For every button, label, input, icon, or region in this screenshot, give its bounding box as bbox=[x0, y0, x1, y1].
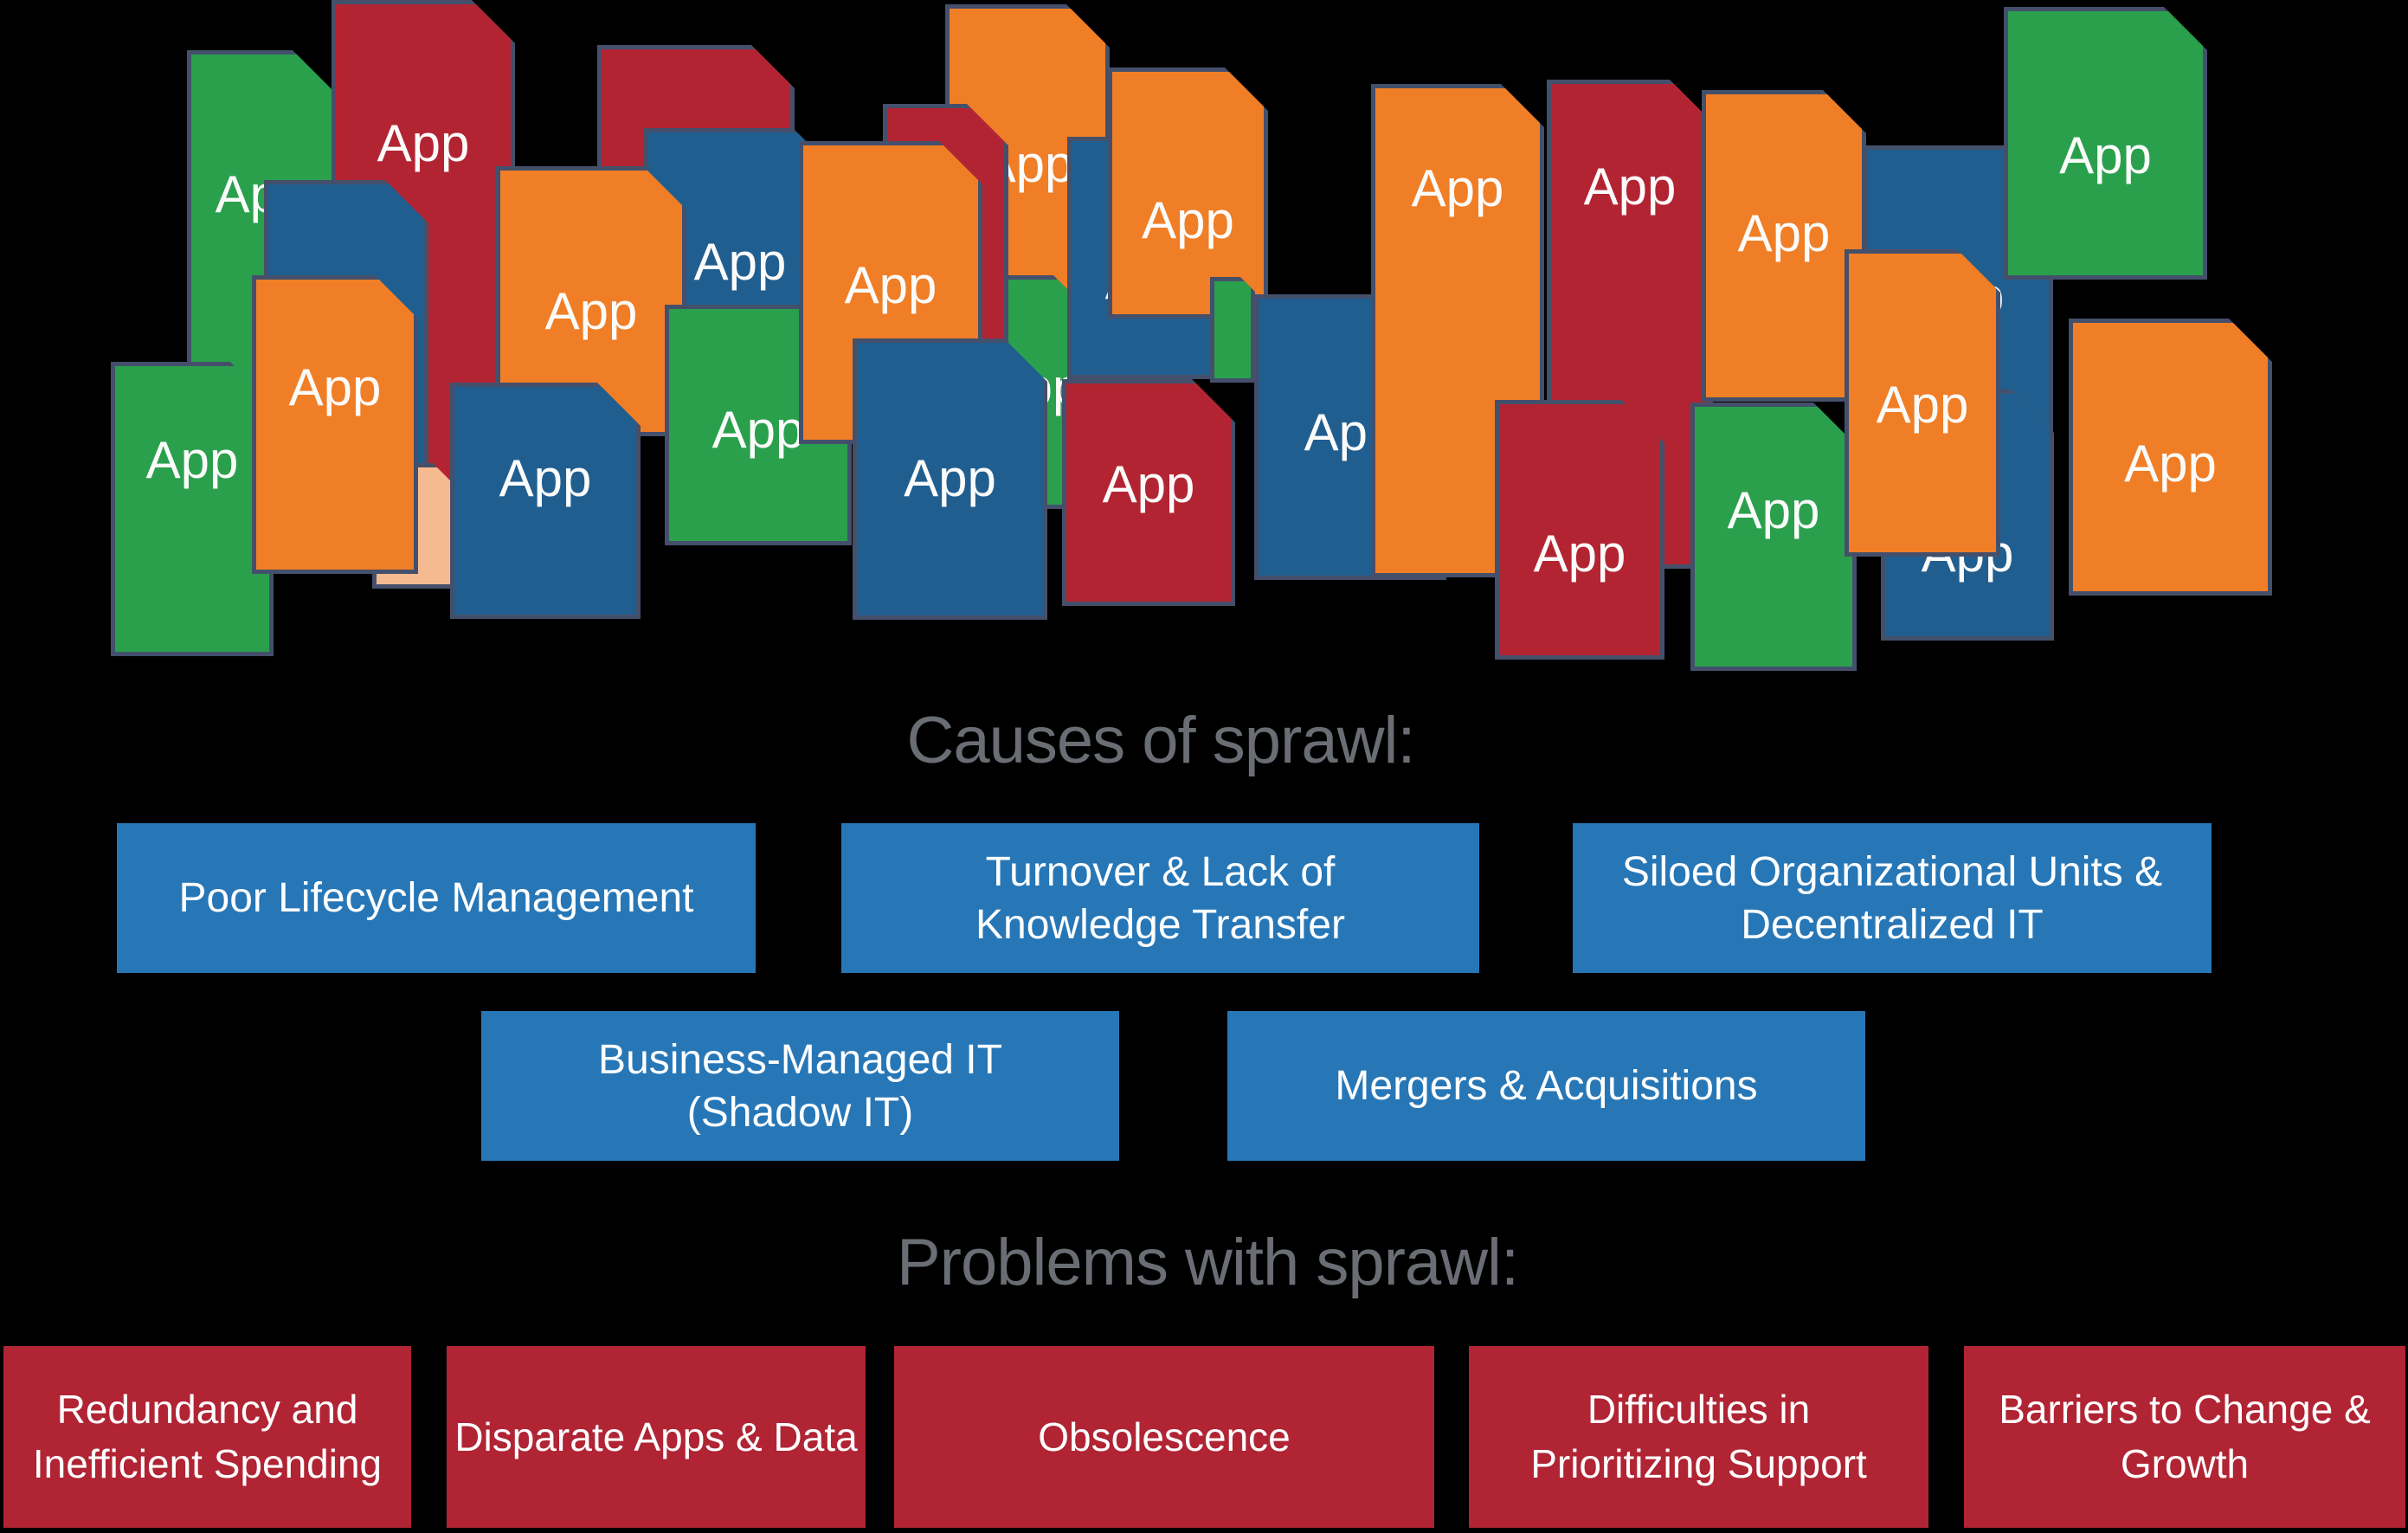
app-card: App bbox=[1690, 403, 1857, 671]
problem-box: Disparate Apps & Data bbox=[447, 1346, 866, 1528]
box-line: Barriers to Change & bbox=[1999, 1387, 2371, 1432]
problem-box: Difficulties in Prioritizing Support bbox=[1469, 1346, 1928, 1528]
app-card-label: App bbox=[1737, 204, 1831, 262]
app-card-face bbox=[256, 280, 414, 570]
app-card: App bbox=[2004, 7, 2207, 280]
app-card: App bbox=[1108, 68, 1268, 319]
app-card: App bbox=[853, 338, 1047, 620]
app-card: App bbox=[111, 362, 274, 656]
problem-box: Obsolescence bbox=[894, 1346, 1434, 1528]
box-line: Redundancy and bbox=[56, 1387, 358, 1432]
app-card-label: App bbox=[2059, 126, 2152, 184]
app-card-label: App bbox=[1876, 376, 1969, 434]
box-line: Poor Lifecycle Management bbox=[178, 875, 694, 921]
box-line: Decentralized IT bbox=[1741, 901, 2044, 948]
box-line: (Shadow IT) bbox=[686, 1089, 914, 1136]
app-card: App bbox=[450, 383, 641, 619]
app-card-face bbox=[115, 366, 269, 652]
app-card-label: App bbox=[1102, 455, 1195, 513]
app-card-label: App bbox=[711, 401, 805, 459]
app-card-face bbox=[857, 343, 1043, 615]
app-card-label: App bbox=[145, 431, 239, 489]
app-card-face bbox=[1706, 94, 1862, 397]
box-line: Obsolescence bbox=[1038, 1414, 1291, 1459]
app-card-label: App bbox=[1142, 191, 1234, 249]
cause-box: Mergers & Acquisitions bbox=[1227, 1011, 1865, 1161]
box-line: Difficulties in bbox=[1587, 1387, 1811, 1432]
app-card: App bbox=[1845, 249, 2000, 557]
app-card-face bbox=[1499, 404, 1660, 655]
app-card: App bbox=[1062, 379, 1235, 606]
app-card-label: App bbox=[377, 114, 470, 172]
causes-heading: Causes of sprawl: bbox=[906, 704, 1415, 777]
app-card-label: App bbox=[1533, 525, 1626, 583]
app-card-label: App bbox=[1411, 159, 1504, 217]
app-card-face bbox=[454, 387, 636, 615]
cause-box: Turnover & Lack of Knowledge Transfer bbox=[841, 823, 1479, 973]
app-card-label: App bbox=[499, 449, 592, 507]
app-card-label: App bbox=[544, 282, 638, 340]
app-card: App bbox=[2069, 319, 2272, 596]
app-card-label: App bbox=[693, 233, 787, 291]
app-card-face bbox=[1066, 383, 1231, 602]
cause-box: Siloed Organizational Units & Decentraliz… bbox=[1573, 823, 2212, 973]
box-line: Business-Managed IT bbox=[598, 1036, 1002, 1083]
app-card-face bbox=[2073, 323, 2268, 591]
box-line: Knowledge Transfer bbox=[975, 901, 1345, 948]
app-card-label: App bbox=[1583, 158, 1677, 216]
app-card-label: App bbox=[844, 256, 937, 314]
app-card-face bbox=[1849, 254, 1996, 552]
app-card: App bbox=[252, 275, 418, 574]
app-card-face bbox=[1112, 72, 1264, 314]
app-card-label: App bbox=[288, 358, 382, 416]
box-line: Inefficient Spending bbox=[32, 1441, 383, 1486]
app-card-label: App bbox=[2124, 435, 2217, 493]
app-card: App bbox=[1495, 400, 1664, 660]
box-line: Turnover & Lack of bbox=[985, 848, 1336, 895]
app-card bbox=[1210, 277, 1255, 383]
box-line: Disparate Apps & Data bbox=[454, 1414, 858, 1459]
problem-box: Barriers to Change & Growth bbox=[1964, 1346, 2405, 1528]
app-card-label: App bbox=[1727, 481, 1820, 539]
app-card: App bbox=[1702, 90, 1866, 402]
app-card-face bbox=[1214, 281, 1251, 378]
box-line: Growth bbox=[2120, 1441, 2250, 1486]
app-card-face bbox=[2008, 11, 2203, 275]
app-card-face bbox=[1695, 407, 1852, 667]
box-line: Siloed Organizational Units & bbox=[1621, 848, 2163, 895]
box-line: Mergers & Acquisitions bbox=[1335, 1063, 1758, 1109]
box-line: Prioritizing Support bbox=[1530, 1441, 1867, 1486]
app-card-label: App bbox=[904, 449, 996, 507]
problems-heading: Problems with sprawl: bbox=[896, 1226, 1519, 1299]
cause-box: Business-Managed IT (Shadow IT) bbox=[481, 1011, 1119, 1161]
cause-box: Poor Lifecycle Management bbox=[117, 823, 756, 973]
